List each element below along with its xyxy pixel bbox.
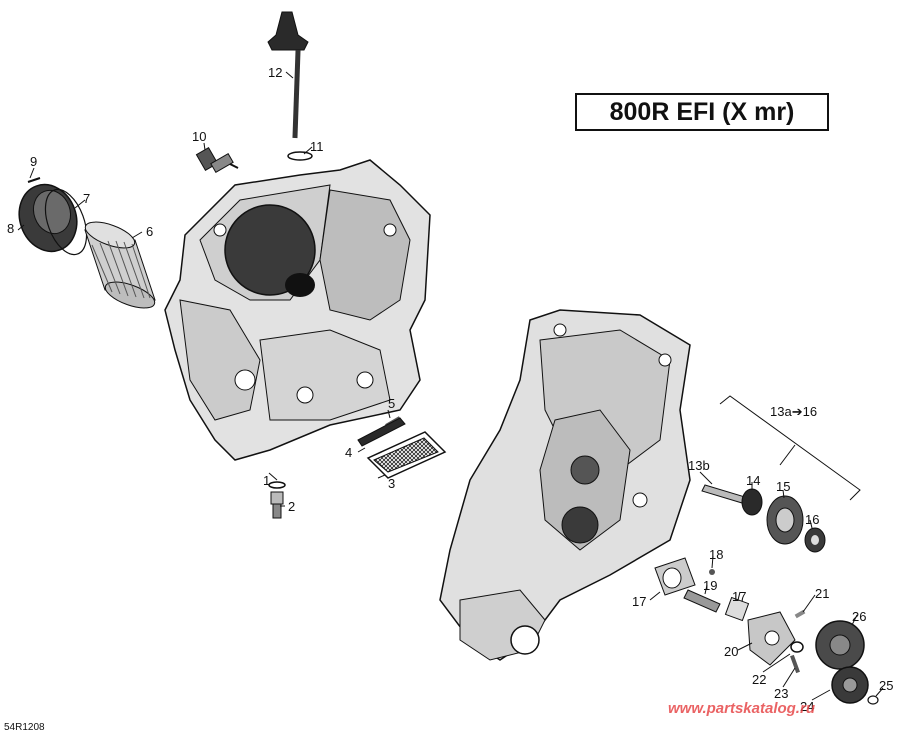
callout-2: 2 (288, 499, 295, 514)
callout-10: 10 (192, 129, 206, 144)
left-crankcase (164, 159, 431, 461)
model-title: 800R EFI (X mr) (609, 97, 795, 126)
callout-17-right: 17 (732, 589, 746, 604)
callout-3: 3 (388, 476, 395, 491)
callout-19: 19 (703, 578, 717, 593)
callout-17-left: 17 (632, 594, 646, 609)
callout-labels: 1 2 3 4 5 6 7 8 9 10 11 12 13b 14 15 16 … (7, 65, 893, 714)
drain-plug (268, 481, 286, 519)
model-title-box: 800R EFI (X mr) (575, 93, 829, 131)
oil-filter (84, 221, 156, 309)
callout-11: 11 (310, 139, 324, 154)
callout-12: 12 (268, 65, 282, 80)
callout-6: 6 (146, 224, 153, 239)
callout-21: 21 (815, 586, 829, 601)
oil-pump-parts (654, 557, 879, 705)
callout-26: 26 (852, 609, 866, 624)
callout-1: 1 (263, 473, 270, 488)
filter-cover (18, 177, 88, 256)
watermark: www.partskatalog.ru (668, 700, 815, 717)
callout-8: 8 (7, 221, 14, 236)
callout-24: 24 (800, 699, 814, 714)
group-label-13a-16: 13a➔16 (770, 404, 817, 419)
pressure-sensor (195, 147, 239, 174)
callout-4: 4 (345, 445, 352, 460)
callout-14: 14 (746, 473, 760, 488)
callout-15: 15 (776, 479, 790, 494)
callout-16: 16 (805, 512, 819, 527)
group-bracket (719, 395, 861, 501)
callout-23: 23 (774, 686, 788, 701)
strainer (357, 416, 447, 479)
callout-5: 5 (388, 396, 395, 411)
callout-22: 22 (752, 672, 766, 687)
right-crankcase (439, 309, 691, 661)
callout-20: 20 (724, 644, 738, 659)
callout-7: 7 (83, 191, 90, 206)
callout-18: 18 (709, 547, 723, 562)
oil-pump-gear-assembly (701, 484, 826, 553)
leader-lines (17, 71, 884, 701)
callout-25: 25 (879, 678, 893, 693)
callout-9: 9 (30, 154, 37, 169)
dipstick (267, 11, 313, 161)
reference-code: 54R1208 (4, 722, 45, 733)
callout-13b: 13b (688, 458, 710, 473)
